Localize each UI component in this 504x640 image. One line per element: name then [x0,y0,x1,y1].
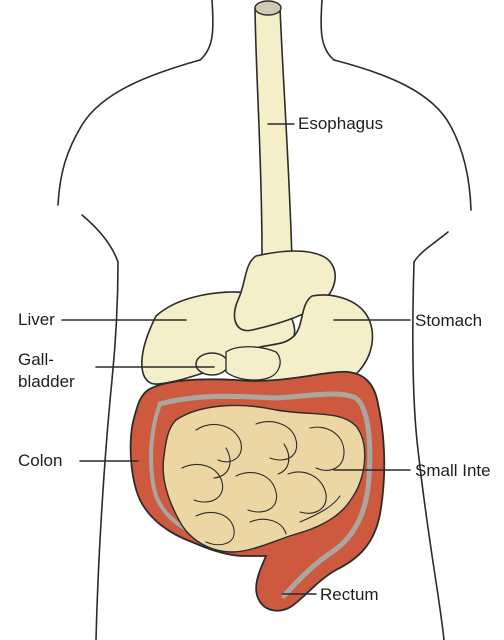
body-outline-shoulder-left [58,60,200,205]
label-esophagus: Esophagus [298,114,383,134]
body-outline-neck-right [321,0,334,60]
body-outline-arm-right [414,232,448,262]
body-outline-waist-left [96,262,118,640]
body-outline-arm-left [82,215,118,262]
body-outline-neck-left [200,0,213,60]
label-liver: Liver [18,310,55,330]
body-outline-shoulder-right [334,60,471,210]
gallbladder [196,353,228,375]
label-gallbladder-line1: Gall- [18,350,54,370]
esophagus [255,1,292,262]
label-gallbladder-line2: bladder [18,372,75,392]
label-rectum: Rectum [320,585,379,605]
label-small-intestine: Small Inte [415,461,491,481]
duodenum [226,347,280,380]
label-stomach: Stomach [415,311,482,331]
label-colon: Colon [18,451,62,471]
